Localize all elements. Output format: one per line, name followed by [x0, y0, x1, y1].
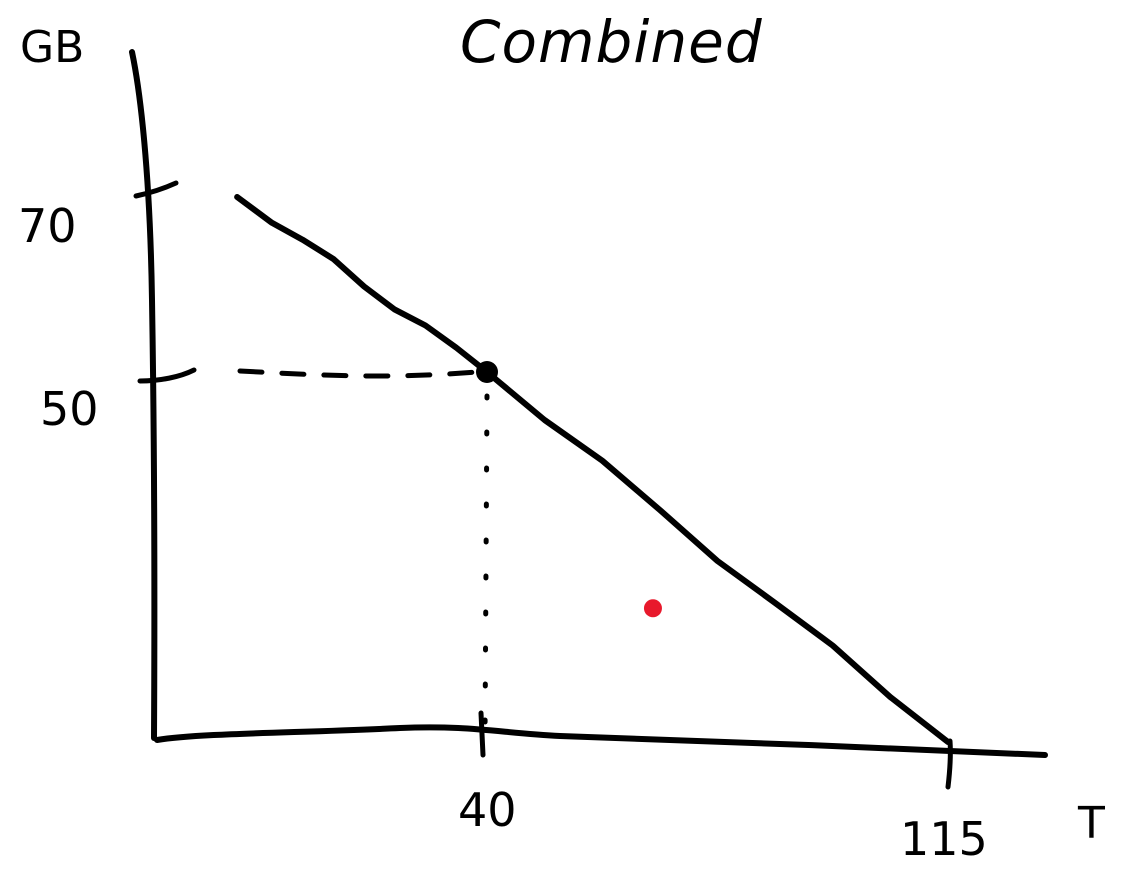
- vertical-guide-dashed: [482, 393, 490, 740]
- y-tick-mark-50: [137, 367, 197, 384]
- chart-title: Combined: [460, 8, 763, 76]
- x-tick-label-40: 40: [458, 783, 517, 837]
- x-axis-line: [154, 724, 1048, 758]
- x-axis-label: T: [1077, 798, 1105, 849]
- y-tick-label-50: 50: [40, 382, 99, 436]
- y-axis-line: [129, 49, 158, 741]
- x-tick-mark-115: [945, 738, 953, 790]
- y-axis-label: GB: [20, 22, 84, 73]
- x-tick-mark-40: [478, 710, 486, 758]
- kink-point: [476, 361, 498, 383]
- horizontal-guide-dashed: [237, 368, 480, 379]
- series-line: [234, 194, 951, 745]
- y-tick-label-70: 70: [18, 199, 77, 253]
- highlight-point: [643, 599, 662, 618]
- y-tick-mark-70: [133, 180, 179, 199]
- x-tick-label-115: 115: [900, 812, 988, 866]
